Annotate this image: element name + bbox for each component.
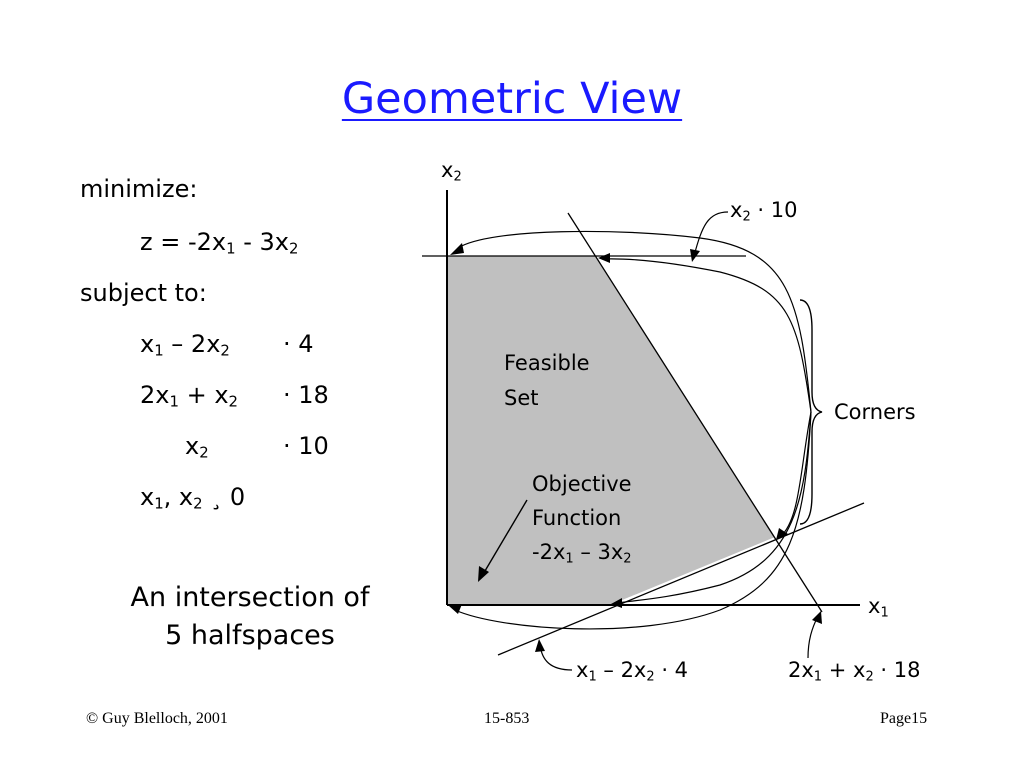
label-hook-x1-2x2-4 <box>539 644 573 671</box>
label-part: 2x <box>788 658 814 682</box>
constraint-sub: 1 <box>169 392 179 411</box>
label-hook-2x1-x2-18 <box>807 615 819 659</box>
footer-course: 15-853 <box>484 710 530 727</box>
footer-copyright: © Guy Blelloch, 2001 <box>86 710 228 727</box>
slide-title: Geometric View <box>341 74 683 124</box>
label-sub: 1 <box>588 669 597 685</box>
constraint-1-rhs: · 4 <box>283 330 314 358</box>
label-sub: 1 <box>813 669 823 685</box>
objective-function: z = -2x1 - 3x2 <box>140 227 298 257</box>
objective-label-line-3: -2x1 – 3x2 <box>532 540 632 567</box>
label-part: x <box>868 594 881 618</box>
label-part: – 3x <box>573 540 624 564</box>
line-label-x1-2x2-4: x1 – 2x2 · 4 <box>576 658 689 685</box>
objective-label-line-2: Function <box>532 506 622 530</box>
summary-line-2: 5 halfspaces <box>165 620 335 651</box>
constraint-sub: 1 <box>154 494 164 513</box>
objective-part: - 3x <box>235 228 289 256</box>
label-sub: 2 <box>623 551 632 567</box>
label-part: · 10 <box>750 198 798 222</box>
constraint-line-2x1-x2-18 <box>567 212 823 613</box>
constraint-4: x1, x2 ¸ 0 <box>140 482 245 512</box>
constraint-part: x <box>185 432 200 460</box>
constraint-sub: 2 <box>220 341 230 360</box>
arrowhead <box>776 528 788 540</box>
label-part: + x <box>822 658 866 682</box>
label-part: · 18 <box>873 658 921 682</box>
feasible-set-label-line-2: Set <box>504 386 539 410</box>
constraint-sub: 2 <box>228 392 238 411</box>
arrowhead <box>690 249 700 262</box>
line-label-2x1-x2-18: 2x1 + x2 · 18 <box>788 658 921 685</box>
arrowhead <box>449 604 462 614</box>
summary-line-1: An intersection of <box>130 582 370 613</box>
objective-arrow <box>481 499 528 577</box>
arrowhead <box>598 253 610 263</box>
corner-arrow-bottom-left <box>454 411 812 630</box>
feasible-set-label-line-1: Feasible <box>504 351 590 375</box>
constraint-sub: 1 <box>154 341 164 360</box>
arrowhead <box>812 611 822 624</box>
label-part: x <box>441 158 454 182</box>
subject-to-label: subject to: <box>80 279 207 307</box>
constraint-part: x <box>140 483 155 511</box>
arrowhead <box>450 243 464 255</box>
constraint-2-lhs: 2x1 + x2 <box>140 380 238 410</box>
constraint-part: + x <box>178 381 229 409</box>
constraint-part: – 2x <box>163 330 221 358</box>
label-part: · 4 <box>654 658 689 682</box>
footer-page-number: Page15 <box>880 710 928 727</box>
constraint-3-lhs: x2 <box>185 431 209 461</box>
arrowhead <box>535 639 545 652</box>
constraint-2-rhs: · 18 <box>283 381 329 409</box>
corner-arrow-right <box>779 411 812 538</box>
feasible-region <box>447 256 775 605</box>
axis-label-x2: x2 <box>441 158 462 185</box>
corner-arrow-bottom <box>615 411 812 604</box>
label-part: x <box>576 658 589 682</box>
constraint-sub: 2 <box>193 494 203 513</box>
constraint-line-x1-2x2-4 <box>497 502 865 656</box>
label-part: – 2x <box>596 658 647 682</box>
objective-sub: 1 <box>226 239 236 258</box>
minimize-label: minimize: <box>80 175 198 203</box>
constraint-1-lhs: x1 – 2x2 <box>140 329 230 359</box>
constraint-part: , x <box>163 483 194 511</box>
axis-label-x1: x1 <box>868 594 889 621</box>
corners-brace <box>799 299 823 525</box>
constraint-part: ¸ 0 <box>210 483 246 511</box>
constraint-part: x <box>140 330 155 358</box>
label-sub: 2 <box>453 169 462 185</box>
constraint-3-rhs: · 10 <box>283 432 329 460</box>
arrowhead <box>478 566 489 582</box>
objective-label-line-1: Objective <box>532 472 632 496</box>
arrowhead <box>611 598 622 608</box>
corner-arrow-top-right <box>601 258 812 413</box>
label-part: -2x <box>532 540 566 564</box>
objective-part: z = -2x <box>140 228 227 256</box>
label-part: x <box>730 198 743 222</box>
label-sub: 1 <box>565 551 574 567</box>
label-sub: 1 <box>880 605 889 621</box>
corners-label: Corners <box>834 400 916 424</box>
label-sub: 2 <box>646 669 655 685</box>
label-sub: 2 <box>742 209 751 225</box>
line-label-x2-10: x2 · 10 <box>730 198 798 225</box>
constraint-sub: 2 <box>199 443 209 462</box>
label-hook-x2-10 <box>693 211 729 257</box>
constraint-part: 2x <box>140 381 170 409</box>
objective-sub: 2 <box>288 239 299 258</box>
label-sub: 2 <box>865 669 874 685</box>
